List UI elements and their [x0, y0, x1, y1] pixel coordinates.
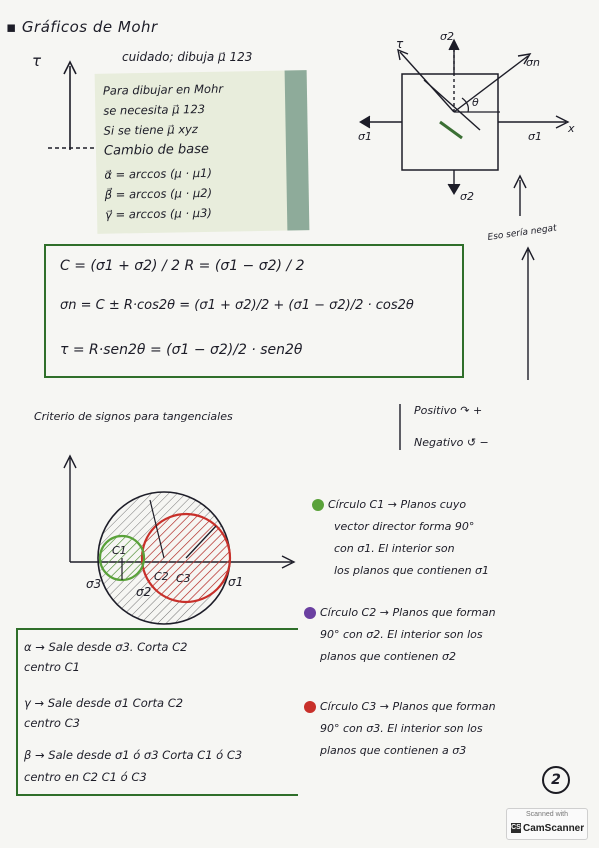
sign-criterion-heading: Criterio de signos para tangenciales: [34, 410, 233, 423]
legend-gamma-line-1: γ → Sale desde σ1 Corta C2: [24, 696, 184, 710]
tau-axis-label: τ: [32, 52, 42, 70]
elem-theta-label: θ: [472, 96, 479, 109]
c3-desc-line-1: Círculo C3 → Planos que forman: [304, 696, 496, 718]
mohr-sigma2-label: σ2: [136, 585, 151, 599]
green-bullet-icon: [312, 499, 324, 511]
legend-beta-line-2: centro en C2 C1 ó C3: [24, 770, 147, 784]
formula-sigma-n: σn = C ± R·cos2θ = (σ1 + σ2)/2 + (σ1 − σ…: [60, 298, 414, 313]
legend-alpha-line-1: α → Sale desde σ3. Corta C2: [24, 640, 188, 654]
sticky-line-4: Cambio de base: [103, 141, 210, 159]
c1-desc-line-3: con σ1. El interior son: [334, 542, 455, 555]
elem-sigma1-left-label: σ1: [358, 130, 372, 143]
page-number: 2: [542, 766, 570, 794]
legend-beta-line-1: β → Sale desde σ1 ó σ3 Corta C1 ó C3: [24, 748, 243, 762]
c2-desc-line-3: planos que contienen σ2: [320, 650, 456, 663]
sticky-line-2: se necesita μ⃗ 123: [103, 101, 206, 118]
c2-desc-line-2: 90° con σ2. El interior son los: [320, 628, 483, 641]
c1-desc-line-4: los planos que contienen σ1: [334, 564, 490, 577]
formula-box: C = (σ1 + σ2) / 2 R = (σ1 − σ2) / 2 σn =…: [44, 244, 464, 378]
circle-c1-description: Círculo C1 → Planos cuyo vector director…: [312, 494, 489, 582]
sticky-line-6: β⃗ = arccos (μ · μ2): [104, 185, 213, 202]
sticky-line-3: Si se tiene μ⃗ xyz: [103, 122, 199, 138]
page-title: ▪ Gráficos de Mohr: [6, 18, 158, 36]
camscanner-logo-icon: CS: [511, 823, 521, 834]
elem-sigman-label: σn: [526, 56, 540, 69]
sticky-line-7: γ⃗ = arccos (μ · μ3): [104, 205, 212, 222]
c3-desc-line-3: planos que contienen a σ3: [320, 744, 467, 757]
elem-sigma2-bottom-label: σ2: [460, 190, 474, 203]
mohr-circle-c2: [97, 491, 231, 625]
c1-desc-line-2: vector director forma 90°: [334, 520, 475, 533]
formula-tau: τ = R·sen2θ = (σ1 − σ2)/2 · sen2θ: [60, 342, 303, 358]
mohr-circle-c3: [140, 512, 232, 604]
sticky-note: Para dibujar en Mohr se necesita μ⃗ 123 …: [94, 70, 310, 234]
elem-tau-label: τ: [396, 37, 404, 51]
c1-desc-line-1: Círculo C1 → Planos cuyo: [312, 494, 489, 516]
formula-center-radius: C = (σ1 + σ2) / 2 R = (σ1 − σ2) / 2: [60, 258, 305, 274]
mohr-c2-label: C2: [154, 570, 169, 583]
circle-c3-description: Círculo C3 → Planos que forman 90° con σ…: [304, 696, 496, 762]
elem-x-label: x: [567, 122, 575, 135]
care-note: cuidado; dibuja μ⃗ 123: [122, 50, 253, 64]
sticky-line-1: Para dibujar en Mohr: [102, 81, 224, 98]
legend-gamma-line-2: centro C3: [24, 716, 80, 730]
negative-note: Eso sería negat: [487, 223, 558, 243]
sticky-line-5: α⃗ = arccos (μ · μ1): [104, 165, 213, 182]
mohr-circle-c1: [98, 534, 146, 582]
red-bullet-icon: [304, 701, 316, 713]
circle-c2-description: Círculo C2 → Planos que forman 90° con σ…: [304, 602, 496, 668]
purple-bullet-icon: [304, 607, 316, 619]
c2-desc-line-1: Círculo C2 → Planos que forman: [304, 602, 496, 624]
elem-sigma2-top-label: σ2: [440, 30, 454, 43]
mohr-sigma3-label: σ3: [86, 577, 101, 591]
elem-sigma1-right-label: σ1: [528, 130, 542, 143]
c3-desc-line-2: 90° con σ3. El interior son los: [320, 722, 483, 735]
sign-negative: Negativo ↺ −: [414, 436, 489, 449]
angle-legend-box: α → Sale desde σ3. Corta C2 centro C1 γ …: [16, 628, 298, 796]
legend-alpha-line-2: centro C1: [24, 660, 80, 674]
mohr-sigma1-label: σ1: [228, 575, 243, 589]
mohr-c3-label: C3: [176, 572, 191, 585]
mohr-c1-label: C1: [112, 544, 127, 557]
sign-positive: Positivo ↷ +: [414, 404, 483, 417]
scanner-top-text: Scanned with: [525, 811, 569, 818]
